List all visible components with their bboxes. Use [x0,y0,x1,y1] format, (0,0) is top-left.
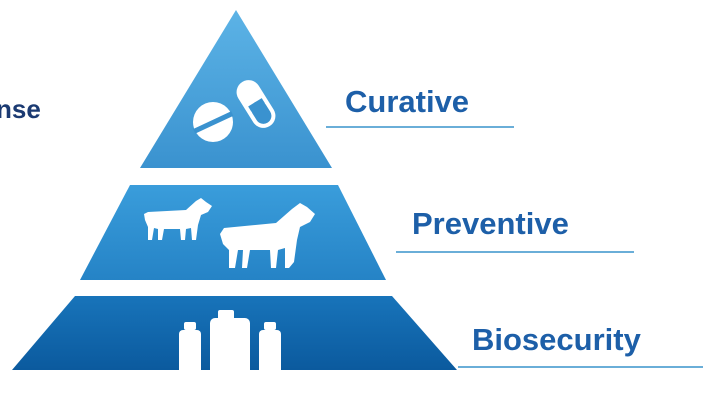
disinfectant-bottles-icon [179,310,281,382]
preventive-underline [396,251,634,253]
curative-label: Curative [345,84,470,119]
biosecurity-label: Biosecurity [472,322,641,357]
side-label: nse [0,94,41,124]
biosecurity-underline [458,366,703,368]
cows-icon [144,198,315,268]
tier-curative [140,10,332,168]
curative-underline [326,126,514,128]
preventive-label: Preventive [412,206,569,241]
pills-icon [193,80,276,142]
